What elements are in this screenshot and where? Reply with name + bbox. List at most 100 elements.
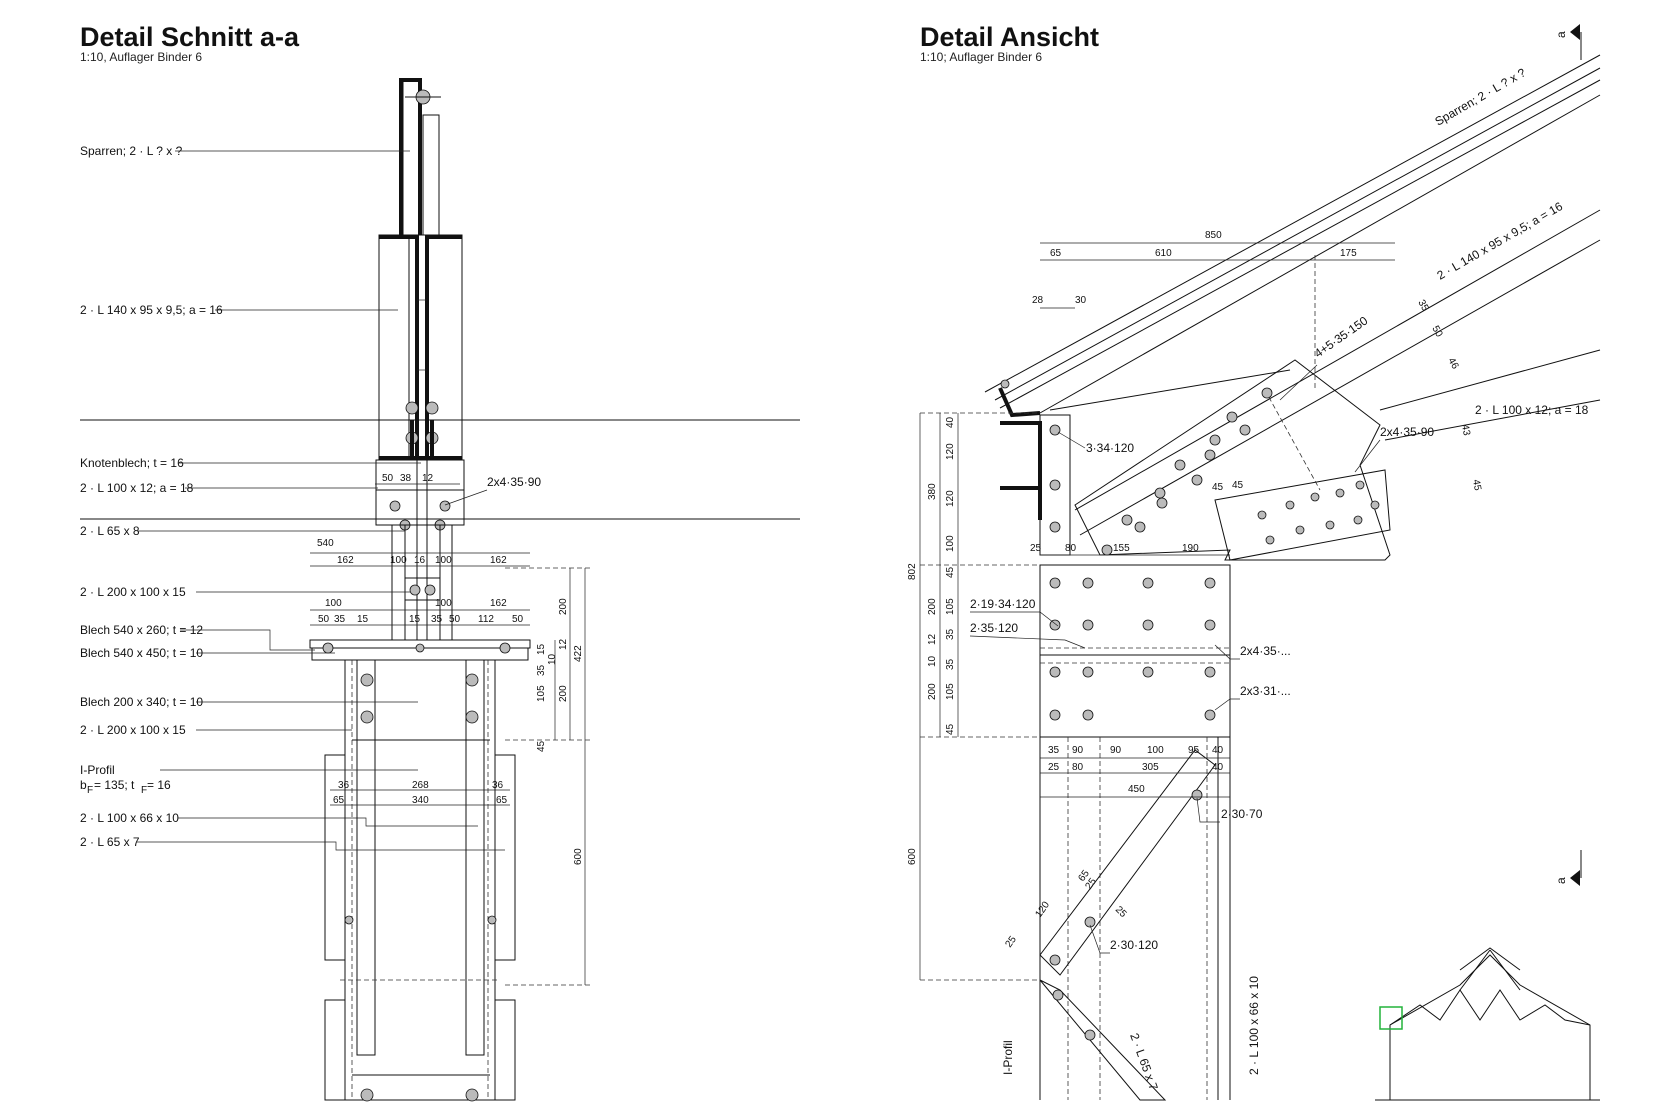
dim: 50 — [1429, 324, 1444, 340]
section-title: Detail Schnitt a-a — [80, 22, 300, 52]
section-dimension-lines — [310, 483, 590, 986]
elevation-title: Detail Ansicht — [920, 22, 1099, 52]
angle-200-upper — [391, 524, 453, 641]
dim: 25 — [1003, 934, 1019, 950]
callout: 2·30·120 — [1110, 938, 1158, 952]
column-section — [324, 659, 516, 1102]
dim: 95 — [1188, 745, 1200, 756]
section-mark-top: a — [1554, 24, 1582, 60]
dim: 40 — [1212, 762, 1224, 773]
callout: 2x3·31·... — [1240, 684, 1291, 698]
label-angle-65: 2 · L 65 x 8 — [80, 524, 140, 538]
dim: 100 — [1147, 745, 1164, 756]
dim: 43 — [1459, 424, 1472, 437]
section-labels: Sparren; 2 · L ? x ? 2 · L 140 x 95 x 9,… — [80, 144, 541, 851]
dim: 200 — [558, 685, 569, 702]
dim: 50 — [382, 473, 394, 484]
dim: 105 — [536, 685, 547, 702]
rafter-section — [399, 78, 441, 236]
dim: 105 — [945, 683, 956, 700]
key-plan — [1375, 947, 1600, 1101]
dim: 100 — [435, 598, 452, 609]
dim: 50 — [449, 614, 461, 625]
callout: 2x4·35·90 — [1380, 425, 1434, 439]
section-aa-view: Detail Schnitt a-a 1:10, Auflager Binder… — [80, 22, 800, 1102]
callout: 2·35·120 — [970, 621, 1018, 635]
dim: 190 — [1182, 543, 1199, 554]
dim: 25 — [1048, 762, 1060, 773]
dim: 12 — [422, 473, 434, 484]
dim: 422 — [573, 645, 584, 662]
dim: 120 — [1033, 899, 1052, 919]
label-flange-sub: F — [87, 785, 93, 796]
elevation-dimension-text: 850 65 610 175 28 30 35 50 46 43 45 45 4… — [907, 230, 1483, 950]
dim: 80 — [1065, 543, 1077, 554]
dim: 850 — [1205, 230, 1222, 241]
label-blech-540-260: Blech 540 x 260; t = 12 — [80, 623, 203, 637]
gusset-plate-elevation — [1074, 349, 1601, 561]
section-subtitle: 1:10, Auflager Binder 6 — [80, 50, 202, 64]
callout: 2·19·34·120 — [970, 597, 1036, 611]
dim: 268 — [412, 780, 429, 791]
dim: 105 — [945, 598, 956, 615]
dim: 35 — [1415, 298, 1430, 314]
dim: 35 — [1048, 745, 1060, 756]
label-sparren: Sparren; 2 · L ? x ? — [1433, 65, 1529, 128]
dim: 30 — [1075, 295, 1087, 306]
upper-chord-elevation — [1049, 209, 1601, 536]
callout: 2·30·70 — [1221, 807, 1263, 821]
svg-text:a: a — [1554, 31, 1568, 38]
label-angle-100: 2 · L 100 x 12; a = 18 — [1475, 403, 1589, 417]
dim: 28 — [1032, 295, 1044, 306]
elevation-subtitle: 1:10; Auflager Binder 6 — [920, 50, 1042, 64]
dim: 45 — [945, 566, 956, 578]
angle-140-section — [378, 234, 463, 461]
dim: 600 — [907, 848, 918, 865]
rafter-elevation — [984, 54, 1601, 418]
dim: 90 — [1110, 745, 1122, 756]
dim: 40 — [945, 416, 956, 428]
dim: 100 — [945, 535, 956, 552]
dim: 35 — [334, 614, 346, 625]
label-angle-200-lower: 2 · L 200 x 100 x 15 — [80, 723, 186, 737]
dim: 162 — [490, 555, 507, 566]
dim: 50 — [512, 614, 524, 625]
dim: 15 — [409, 614, 421, 625]
dim: 40 — [1212, 745, 1224, 756]
dim: 100 — [390, 555, 407, 566]
label-knotenblech: Knotenblech; t = 16 — [80, 456, 184, 470]
label-i-profil: I-Profil — [80, 763, 115, 777]
dim: 45 — [536, 740, 547, 752]
dim: 120 — [945, 490, 956, 507]
dim: 45 — [1232, 480, 1244, 491]
label-angle-65-7: 2 · L 65 x 7 — [80, 835, 140, 849]
dim: 120 — [945, 443, 956, 460]
callout: 2x4·35·... — [1240, 644, 1291, 658]
key-plan-highlight — [1379, 1006, 1403, 1030]
label-angle-100: 2 · L 100 x 12; a = 18 — [80, 481, 194, 495]
dim: 450 — [1128, 784, 1145, 795]
dim: 35 — [431, 614, 443, 625]
dim: 340 — [412, 795, 429, 806]
dim: 15 — [536, 643, 547, 655]
label-thickness-value: = 16 — [147, 778, 171, 792]
dim: 25 — [1113, 904, 1129, 920]
label-angle-100-66: 2 · L 100 x 66 x 10 — [80, 811, 179, 825]
dim: 45 — [1470, 479, 1483, 492]
dim: 65 — [496, 795, 508, 806]
callout: 4+5·35·150 — [1312, 313, 1371, 360]
label-angle-140: 2 · L 140 x 95 x 9,5; a = 16 — [80, 303, 223, 317]
dim: 90 — [1072, 745, 1084, 756]
dim: 15 — [357, 614, 369, 625]
dim: 100 — [435, 555, 452, 566]
dim: 112 — [478, 614, 494, 625]
label-blech-540-450: Blech 540 x 450; t = 10 — [80, 646, 203, 660]
column-elevation — [1039, 737, 1231, 1101]
label-angle-100-66: 2 · L 100 x 66 x 10 — [1247, 976, 1261, 1075]
dim: 45 — [945, 723, 956, 735]
dim: 610 — [1155, 248, 1172, 259]
dim: 36 — [338, 780, 350, 791]
dim: 12 — [558, 638, 569, 650]
label-i-profil: I-Profil — [1001, 1040, 1015, 1075]
